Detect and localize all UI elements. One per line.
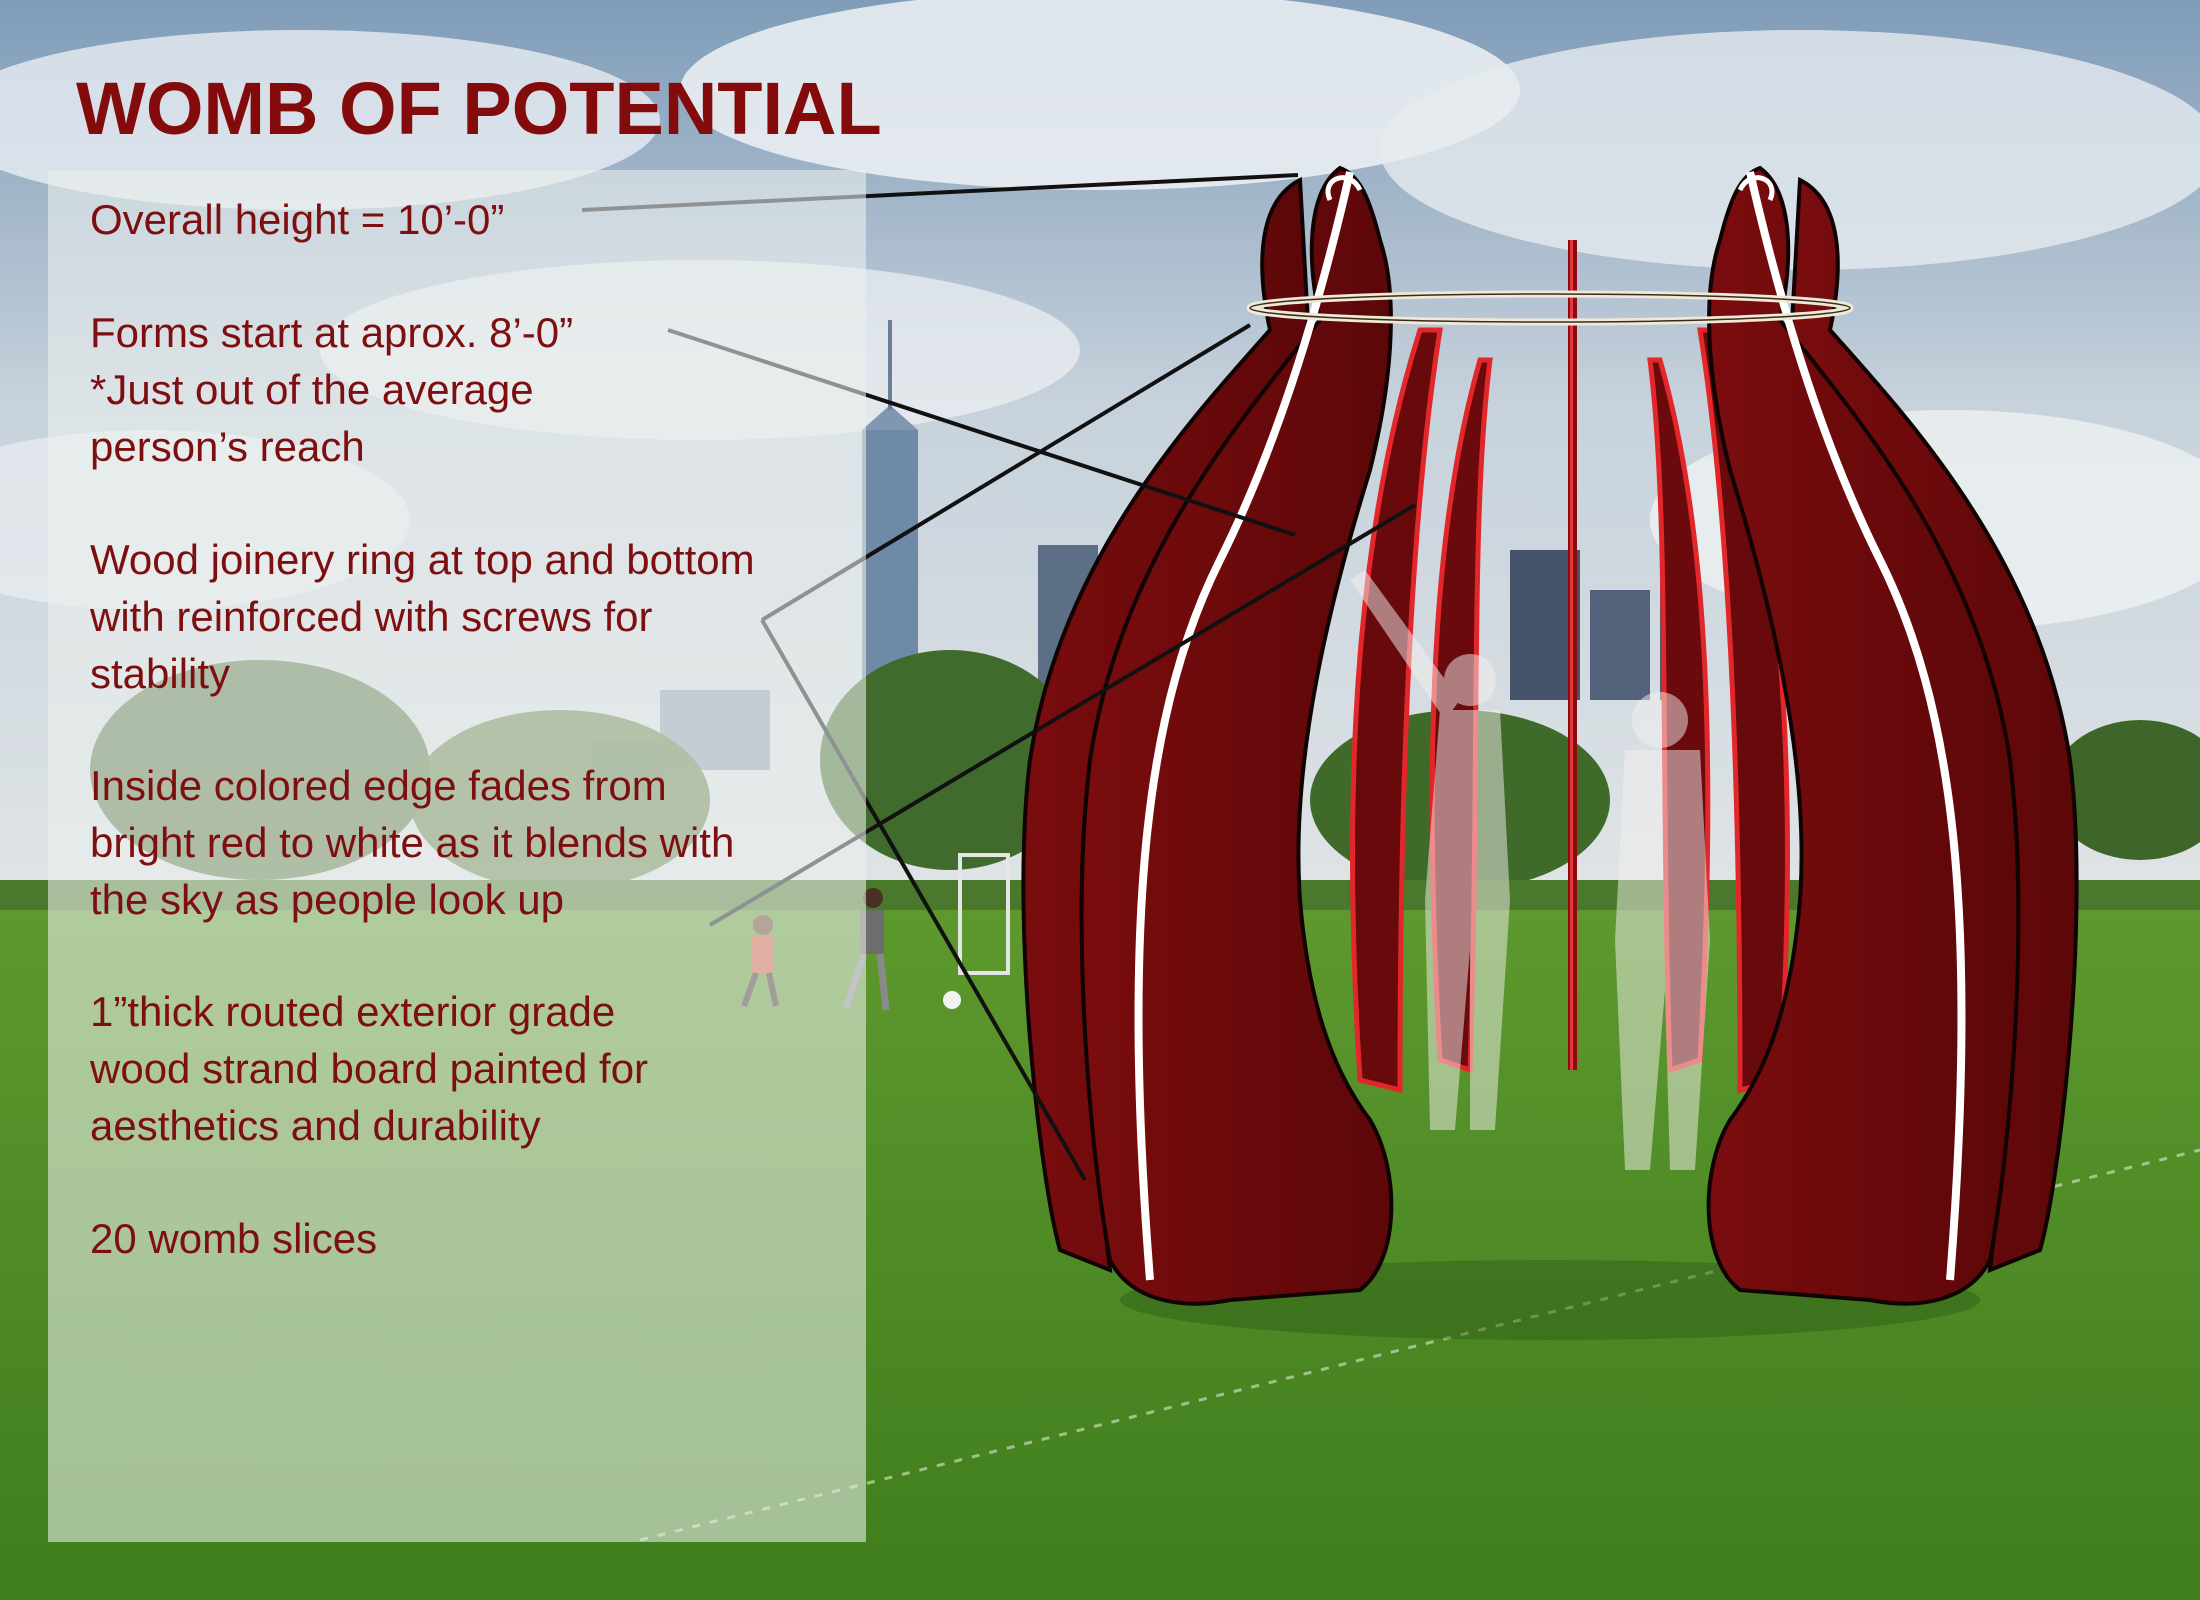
- note-material-line-1: 1”thick routed exterior grade: [90, 988, 616, 1035]
- note-edge-line-3: the sky as people look up: [90, 876, 564, 923]
- note-slices: 20 womb slices: [90, 1215, 378, 1262]
- note-edge-line-1: Inside colored edge fades from: [90, 762, 667, 809]
- womb-sculpture: [1021, 165, 2079, 1340]
- page-title: WOMB OF POTENTIAL: [76, 67, 882, 150]
- note-ring-line-3: stability: [90, 650, 231, 697]
- note-forms-line-1: Forms start at aprox. 8’-0”: [90, 309, 574, 356]
- note-material-line-2: wood strand board painted for: [90, 1045, 649, 1092]
- note-ring-line-2: with reinforced with screws for: [90, 593, 653, 640]
- note-ring-line-1: Wood joinery ring at top and bottom: [90, 536, 755, 583]
- annotation-panel: [48, 170, 866, 1542]
- note-material-line-3: aesthetics and durability: [90, 1102, 541, 1149]
- note-overall-height: Overall height = 10’-0”: [90, 196, 505, 243]
- note-forms-line-2: *Just out of the average: [90, 366, 534, 413]
- note-edge-line-2: bright red to white as it blends with: [90, 819, 735, 866]
- note-forms-line-3: person’s reach: [90, 423, 365, 470]
